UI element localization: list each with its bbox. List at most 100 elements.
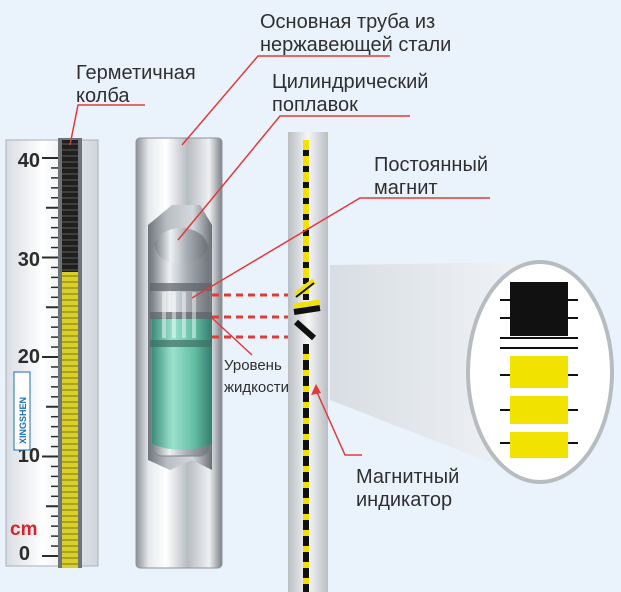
indicator-yellow-gap [303, 578, 309, 584]
scale-ticks [42, 157, 58, 557]
scale-label-0: 0 [19, 543, 30, 565]
indicator-black-flap [303, 440, 309, 450]
label-main-tube-line1: Основная труба из [260, 11, 436, 33]
indicator-black-flap [303, 584, 309, 592]
leader-main-tube [181, 55, 390, 146]
indicator-black-flap [303, 360, 309, 370]
indicator-yellow-flap [303, 156, 309, 166]
indicator-black-flap [303, 344, 309, 354]
scale-label-40: 40 [18, 150, 40, 172]
float-band-3 [150, 340, 212, 347]
label-indicator-line2: индикатор [356, 489, 453, 511]
label-liquid-level-line1: Уровень [224, 357, 282, 374]
scale-label-30: 30 [18, 249, 40, 271]
indicator-yellow-gap [303, 402, 309, 408]
indicator-yellow-gap [303, 434, 309, 440]
indicator-black-flap [303, 536, 309, 546]
indicator-black-gap [303, 214, 309, 220]
indicator-black-gap [303, 246, 309, 252]
indicator-black-flap [303, 568, 309, 578]
leader-magnet [191, 197, 490, 299]
indicator-yellow-gap [303, 498, 309, 504]
label-float-line2: поплавок [272, 94, 358, 116]
indicator-black-gap [303, 166, 309, 172]
leader-liquid-level [211, 317, 253, 356]
leader-sealed-flask [69, 104, 145, 146]
label-magnet-line2: магнит [374, 177, 438, 199]
brand-logo-box [13, 371, 31, 451]
magnetic-coupling-lines [212, 293, 288, 339]
label-main-tube-line2: нержавеющей стали [260, 34, 452, 56]
indicator-black-gap [303, 230, 309, 236]
indicator-flaps [303, 140, 309, 592]
indicator-yellow-flap [303, 172, 309, 182]
indicator-black-flap [303, 504, 309, 514]
indicator-arrowhead [311, 384, 321, 395]
lens-yellow-flap-3 [510, 432, 568, 458]
indicator-yellow-flap [303, 140, 309, 150]
indicator-yellow-flap [303, 268, 309, 278]
indicator-yellow-gap [303, 514, 309, 520]
label-sealed-flask-line2: колба [76, 85, 130, 107]
float-band-2 [150, 312, 212, 319]
label-magnet-line1: Постоянный [374, 154, 489, 176]
indicator-yellow-flap [303, 220, 309, 230]
indicator-black-flap [303, 424, 309, 434]
indicator-yellow-gap [303, 562, 309, 568]
magnetic-indicator [288, 132, 328, 592]
indicator-black-flap [303, 376, 309, 386]
lens-yellow-flap-2 [510, 396, 568, 424]
indicator-yellow-gap [303, 418, 309, 424]
magnified-lens [466, 260, 614, 484]
scale-label-20: 20 [18, 346, 40, 368]
indicator-black-gap [303, 294, 309, 300]
indicator-yellow-gap [303, 530, 309, 536]
flask-stripes [62, 143, 78, 565]
indicator-yellow-flap [303, 188, 309, 198]
indicator-yellow-gap [303, 386, 309, 392]
indicator-yellow-flap [303, 204, 309, 214]
lens-black-flap [510, 282, 568, 336]
label-indicator-line1: Магнитный [356, 466, 460, 488]
liquid-inside-tube [152, 318, 212, 450]
label-liquid-level-line2: жидкости [224, 379, 289, 396]
lens-gap [510, 340, 568, 346]
indicator-black-flap [303, 472, 309, 482]
indicator-yellow-gap [303, 482, 309, 488]
indicator-yellow-gap [303, 466, 309, 472]
indicator-yellow-flap [303, 252, 309, 262]
indicator-black-gap [303, 150, 309, 156]
brand-logo-text: XINGSHEN [18, 397, 28, 444]
leader-lines [69, 55, 490, 456]
indicator-black-flap [303, 552, 309, 562]
indicator-black-flap [303, 488, 309, 498]
indicator-black-gap [303, 262, 309, 268]
indicator-black-flap [303, 456, 309, 466]
leader-indicator [315, 389, 362, 456]
gauge-tube [135, 137, 223, 569]
flask-black-section [62, 140, 78, 272]
indicator-yellow-flap [303, 236, 309, 246]
indicator-black-gap [303, 278, 309, 284]
label-float-line1: Цилиндрический [272, 71, 429, 93]
indicator-yellow-gap [303, 450, 309, 456]
indicator-black-gap [303, 182, 309, 188]
indicator-yellow-gap [303, 354, 309, 360]
indicator-yellow-gap [303, 370, 309, 376]
indicator-black-flap [303, 520, 309, 530]
indicator-black-flap [303, 392, 309, 402]
float-band-1 [150, 283, 212, 291]
indicator-yellow-gap [303, 546, 309, 552]
measuring-scale: 40 30 20 10 0 cm XINGSHEN [5, 138, 99, 568]
scale-unit: cm [10, 519, 37, 540]
scale-strip [5, 139, 99, 567]
leader-float [177, 115, 410, 241]
indicator-transition [293, 278, 321, 341]
indicator-black-gap [303, 198, 309, 204]
label-sealed-flask-line1: Герметичная [76, 62, 196, 84]
indicator-black-flap [303, 408, 309, 418]
lens-yellow-flap-1 [510, 356, 568, 388]
float-dome [155, 228, 207, 264]
